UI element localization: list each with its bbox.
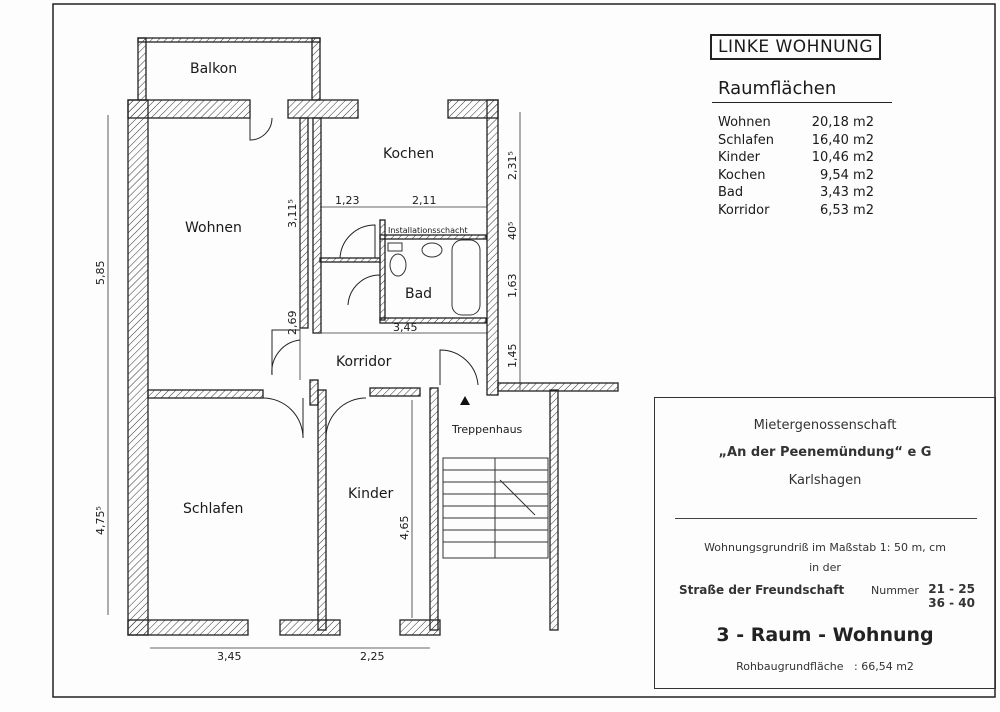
area-value: 10,46 m2 <box>811 150 874 165</box>
area-value: 16,40 m2 <box>811 132 874 148</box>
area-row: Korridor 6,53 m2 <box>718 202 874 220</box>
area-row: Bad 3,43 m2 <box>718 184 874 202</box>
dim-left-lower: 4,75⁵ <box>94 506 107 535</box>
area-room: Schlafen <box>718 132 775 148</box>
area-room: Kinder <box>718 150 760 165</box>
area-value: 9,54 m2 <box>819 167 874 183</box>
org-line-2: „An der Peenemündung“ e G <box>718 445 932 460</box>
room-kochen: Kochen <box>383 146 434 162</box>
title-block: Mietergenossenschaft „An der Peenemündun… <box>654 397 996 689</box>
room-wohnen: Wohnen <box>185 220 242 236</box>
room-schlafen: Schlafen <box>183 501 243 517</box>
dim-bottom-b: 2,25 <box>360 650 385 663</box>
walls <box>127 37 619 636</box>
dim-bottom-a: 3,45 <box>217 650 242 663</box>
sheet-border <box>52 3 996 698</box>
installationsschacht-label: Installationsschacht <box>388 226 468 235</box>
scale-line: Wohnungsgrundriß im Maßstab 1: 50 m, cm <box>704 541 946 554</box>
house-numbers: 21 - 25 36 - 40 <box>928 582 975 610</box>
area-row: Schlafen 16,40 m2 <box>718 132 874 150</box>
gross-area-label: Rohbaugrundfläche <box>736 660 844 673</box>
street-name: Straße der Freundschaft <box>679 583 845 597</box>
area-row: Kinder 10,46 m2 <box>718 149 874 167</box>
org-line-1: Mietergenossenschaft <box>753 418 897 433</box>
apartment-type: 3 - Raum - Wohnung <box>716 624 934 646</box>
area-room: Wohnen <box>718 115 771 130</box>
title-block-divider <box>675 518 977 519</box>
room-balkon: Balkon <box>190 61 237 77</box>
dim-kinder: 4,65 <box>398 516 411 541</box>
room-bad: Bad <box>405 286 432 302</box>
plan-title: LINKE WOHNUNG <box>710 34 882 60</box>
dim-wohnen-upper: 3,11⁵ <box>286 199 299 228</box>
dim-left-upper: 5,85 <box>94 261 107 286</box>
dim-wohnen-lower: 2,69 <box>286 311 299 336</box>
gross-area: Rohbaugrundfläche : 66,54 m2 <box>655 660 995 673</box>
area-value: 3,43 m2 <box>819 185 874 200</box>
area-room: Bad <box>718 185 744 200</box>
dimension-lines <box>107 112 521 649</box>
in-der-line: in der <box>809 561 841 574</box>
house-numbers-1: 21 - 25 <box>928 582 975 596</box>
dim-bath-width: 3,45 <box>393 321 418 334</box>
stairs <box>442 457 549 559</box>
area-value: 6,53 m2 <box>819 202 874 218</box>
area-room: Kochen <box>718 167 766 183</box>
gross-area-value: : 66,54 m2 <box>854 660 914 673</box>
dim-kitchen-b: 2,11 <box>412 194 437 207</box>
nummer-label: Nummer <box>871 584 919 597</box>
room-korridor: Korridor <box>336 354 392 370</box>
area-room: Korridor <box>718 202 770 218</box>
bath-fixtures <box>387 239 481 316</box>
dim-right-1: 2,31⁵ <box>506 151 519 180</box>
area-value: 20,18 m2 <box>811 115 874 130</box>
area-row: Kochen 9,54 m2 <box>718 167 874 185</box>
areas-title: Raumflächen <box>718 78 837 99</box>
room-kinder: Kinder <box>348 486 393 502</box>
dim-right-2: 40⁵ <box>506 222 519 240</box>
areas-divider <box>712 102 892 103</box>
room-areas-list: Wohnen 20,18 m2 Schlafen 16,40 m2 Kinder 10… <box>718 114 874 219</box>
dim-right-4: 1,45 <box>506 344 519 369</box>
dim-right-3: 1,63 <box>506 274 519 299</box>
org-city: Karlshagen <box>788 473 862 488</box>
area-row: Wohnen 20,18 m2 <box>718 114 874 132</box>
entrance-marker <box>460 396 470 405</box>
room-treppenhaus: Treppenhaus <box>451 423 523 436</box>
doors <box>249 117 479 441</box>
dim-kitchen-a: 1,23 <box>335 194 360 207</box>
house-numbers-2: 36 - 40 <box>928 596 975 610</box>
